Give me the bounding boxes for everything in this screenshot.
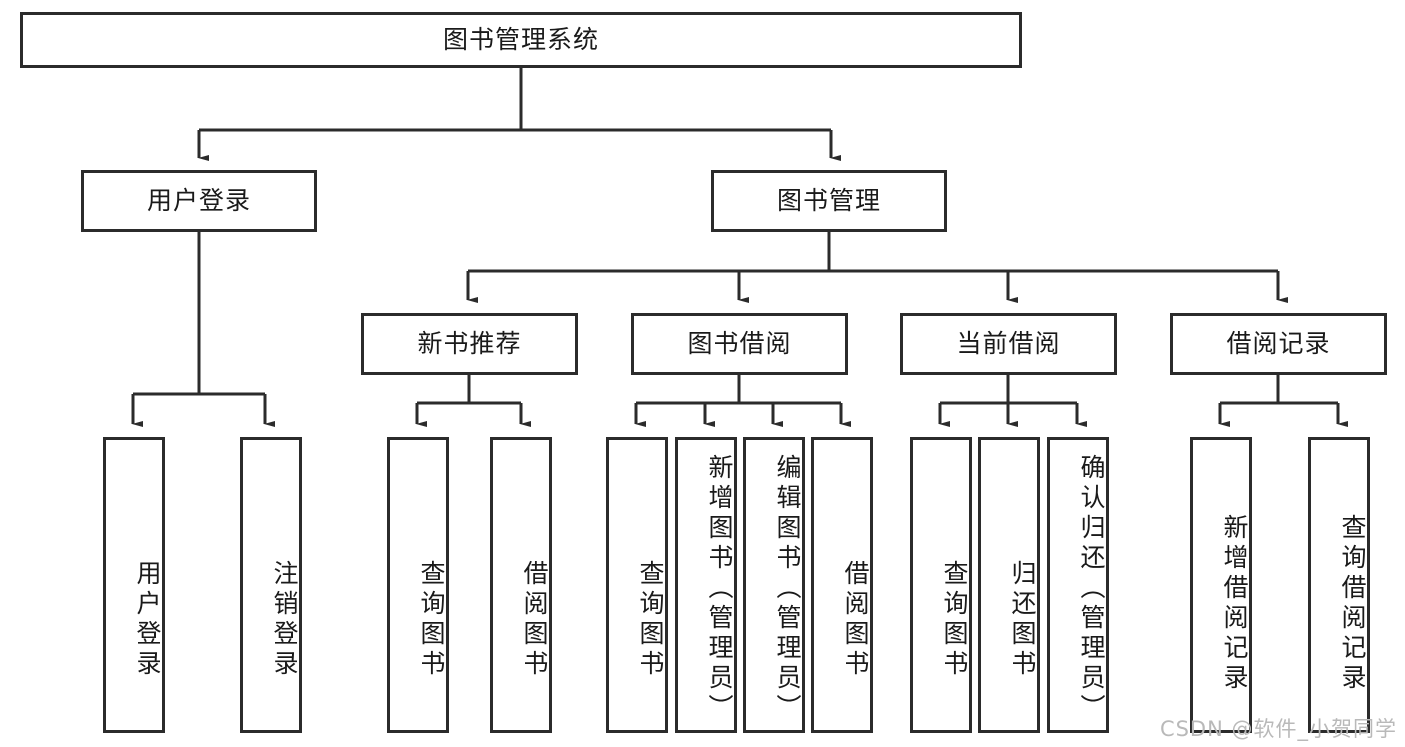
leaf-confirm-return-admin[interactable]: 确认归还（管理员） (1047, 437, 1109, 733)
csdn-watermark: CSDN @软件_小贺同学 (1159, 717, 1397, 741)
leaf-user-login[interactable]: 用户登录 (103, 437, 165, 733)
node-current-borrow[interactable]: 当前借阅 (900, 313, 1117, 375)
node-book-borrow[interactable]: 图书借阅 (631, 313, 848, 375)
leaf-borrow-book-borrow[interactable]: 借阅图书 (811, 437, 873, 733)
leaf-add-book-admin[interactable]: 新增图书（管理员） (675, 437, 737, 733)
leaf-logout-login[interactable]: 注销登录 (240, 437, 302, 733)
leaf-borrow-book-new[interactable]: 借阅图书 (490, 437, 552, 733)
node-borrow-record[interactable]: 借阅记录 (1170, 313, 1387, 375)
leaf-edit-book-admin[interactable]: 编辑图书（管理员） (743, 437, 805, 733)
node-new-book-recommend[interactable]: 新书推荐 (361, 313, 578, 375)
node-user-login[interactable]: 用户登录 (81, 170, 317, 232)
node-root-system[interactable]: 图书管理系统 (20, 12, 1022, 68)
leaf-query-book-current[interactable]: 查询图书 (910, 437, 972, 733)
leaf-query-book-borrow[interactable]: 查询图书 (606, 437, 668, 733)
node-book-manage[interactable]: 图书管理 (711, 170, 947, 232)
leaf-query-borrow-record[interactable]: 查询借阅记录 (1308, 437, 1370, 733)
leaf-query-book-new[interactable]: 查询图书 (387, 437, 449, 733)
leaf-return-book[interactable]: 归还图书 (978, 437, 1040, 733)
leaf-add-borrow-record[interactable]: 新增借阅记录 (1190, 437, 1252, 733)
